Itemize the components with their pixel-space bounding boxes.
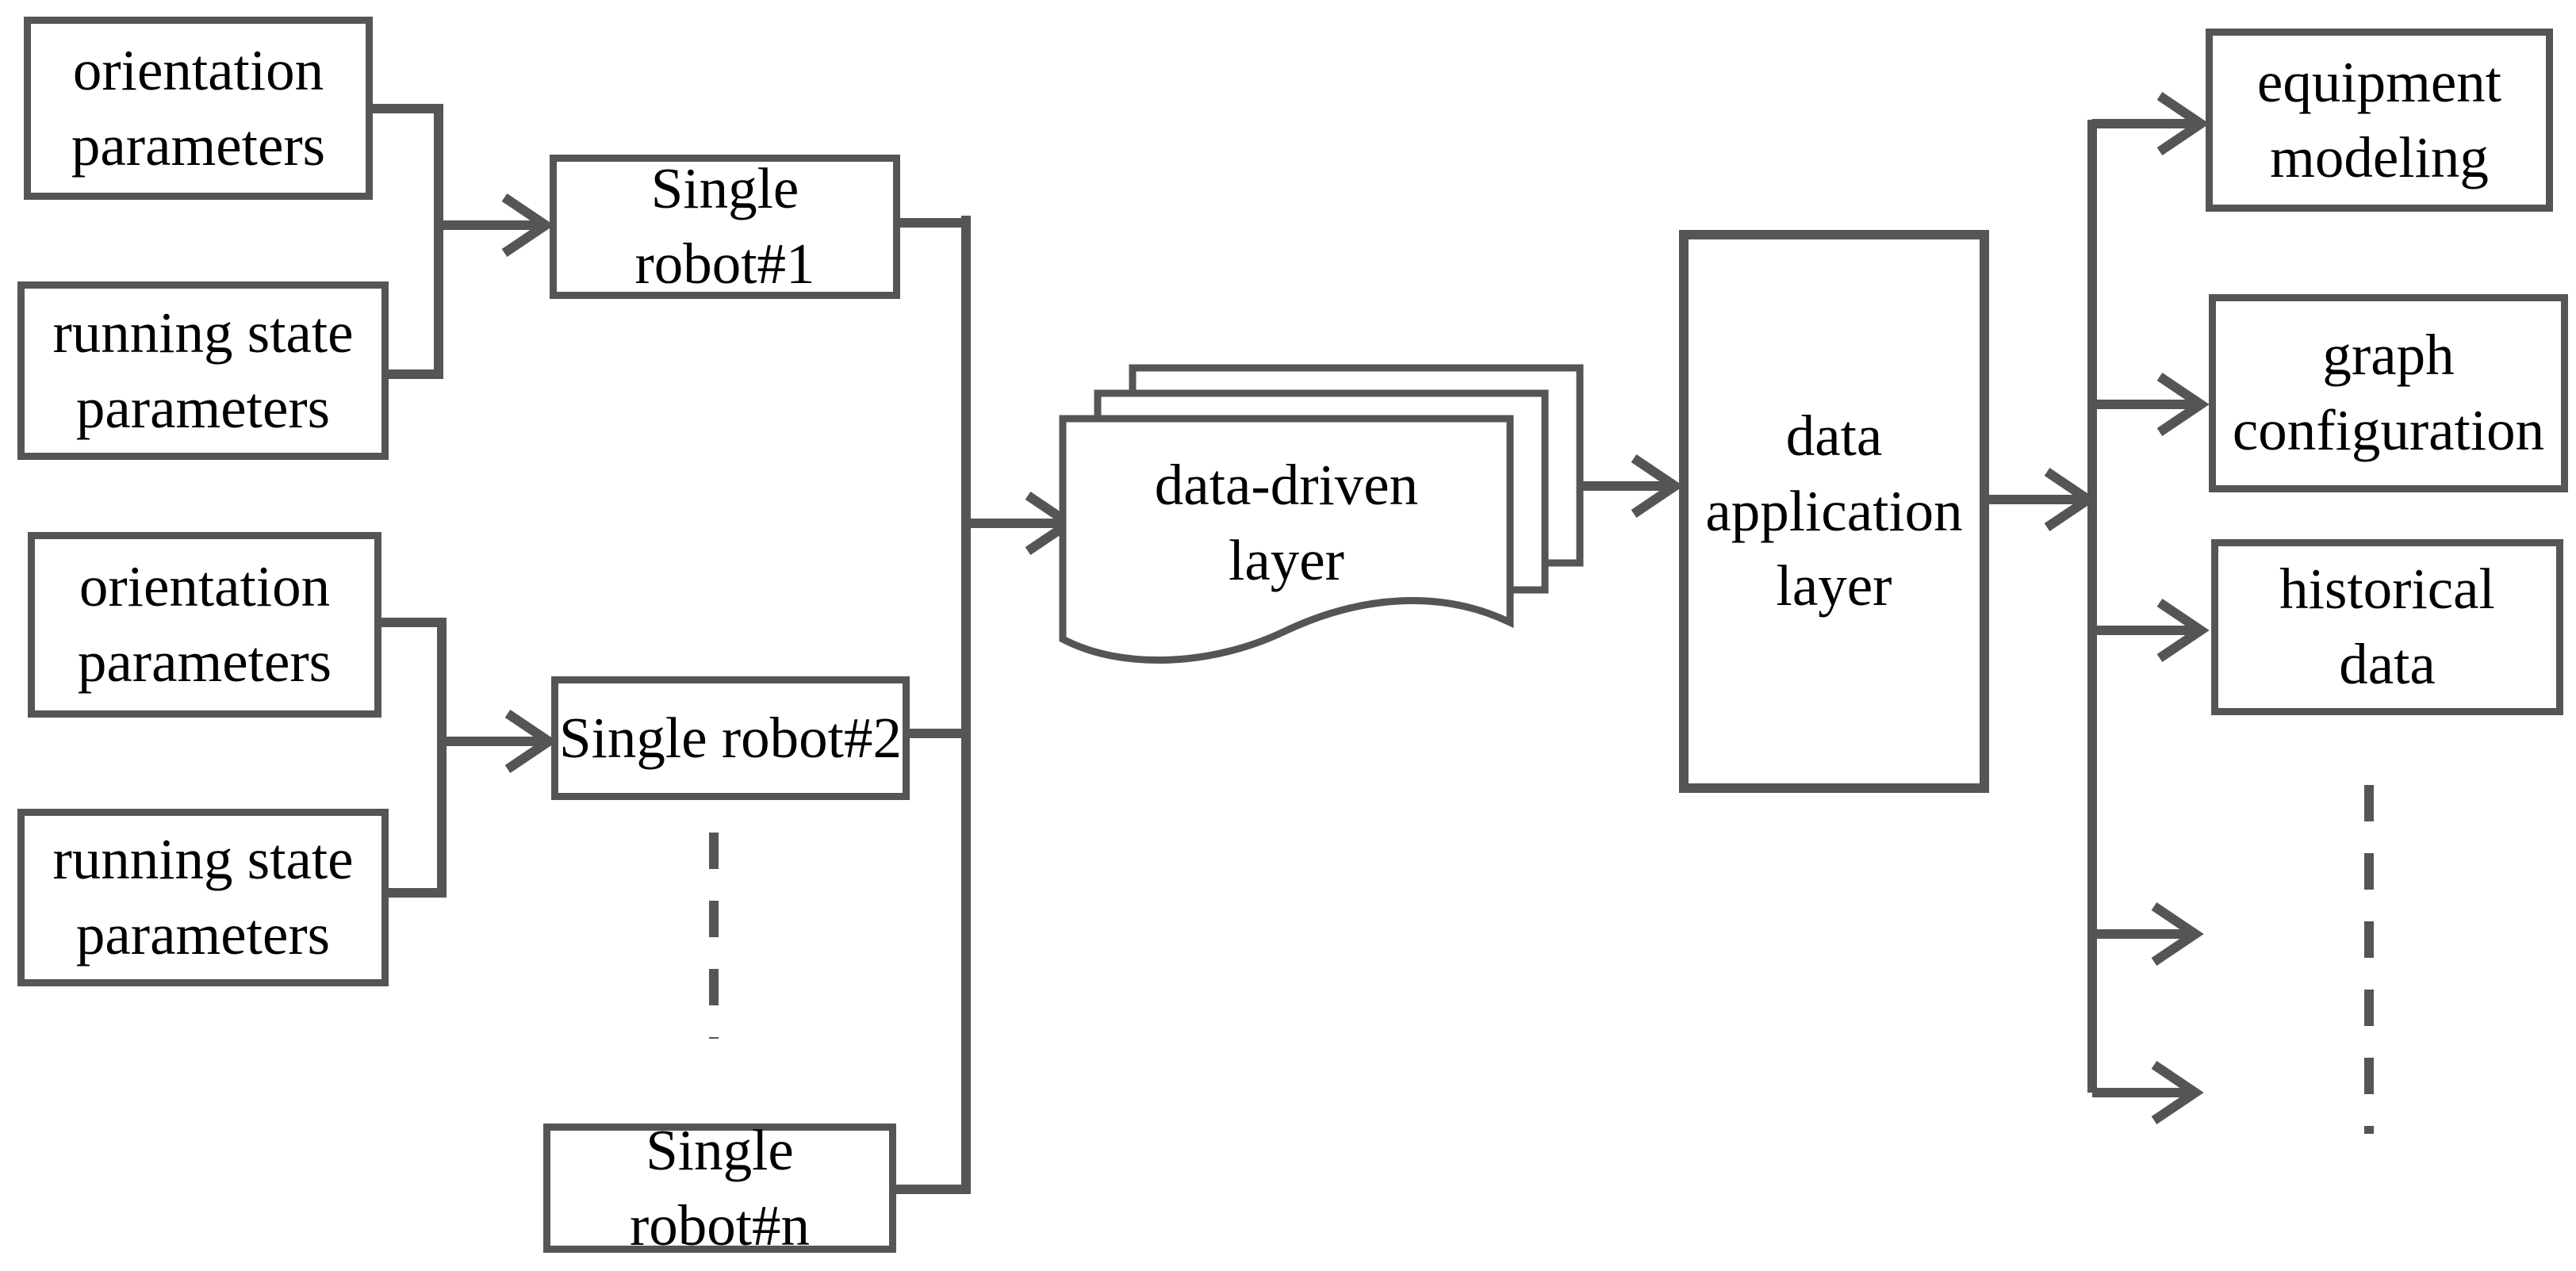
arrowhead-to-single-robot-1 bbox=[501, 193, 554, 257]
single-robot-1-box: Single robot#1 bbox=[550, 155, 900, 299]
bracket-pair-1 bbox=[373, 104, 443, 379]
historical-data-box: historical data bbox=[2211, 539, 2563, 715]
single-robot-2-box: Single robot#2 bbox=[551, 676, 910, 800]
single-robot-n-box: Single robot#n bbox=[543, 1118, 896, 1258]
document-stack-icon bbox=[1059, 364, 1584, 664]
orientation-parameters-box-2: orientation parameters bbox=[28, 532, 381, 718]
arrowhead-to-equipment-modeling bbox=[2156, 92, 2210, 155]
equipment-modeling-box: equipment modeling bbox=[2206, 29, 2553, 212]
graph-configuration-box: graph configuration bbox=[2209, 294, 2568, 492]
arrowhead-to-graph-configuration bbox=[2156, 373, 2210, 436]
arrowhead-to-data-application-layer bbox=[1631, 454, 1684, 518]
bracket-pair-2 bbox=[381, 618, 447, 898]
orientation-parameters-box-1: orientation parameters bbox=[24, 17, 373, 200]
document-front bbox=[1059, 415, 1514, 664]
data-driven-layer-label: data-driven layer bbox=[1154, 453, 1419, 592]
arrowhead-branch-ellipsis-2 bbox=[2151, 1061, 2204, 1124]
running-state-parameters-box-2: running state parameters bbox=[17, 809, 389, 986]
arrowhead-branch-ellipsis-1 bbox=[2151, 902, 2204, 966]
data-application-layer-box: data application layer bbox=[1679, 230, 1989, 793]
running-state-parameters-box-1: running state parameters bbox=[17, 281, 389, 460]
arrowhead-to-historical-data bbox=[2156, 599, 2210, 662]
arrowhead-to-single-robot-2 bbox=[504, 710, 558, 773]
